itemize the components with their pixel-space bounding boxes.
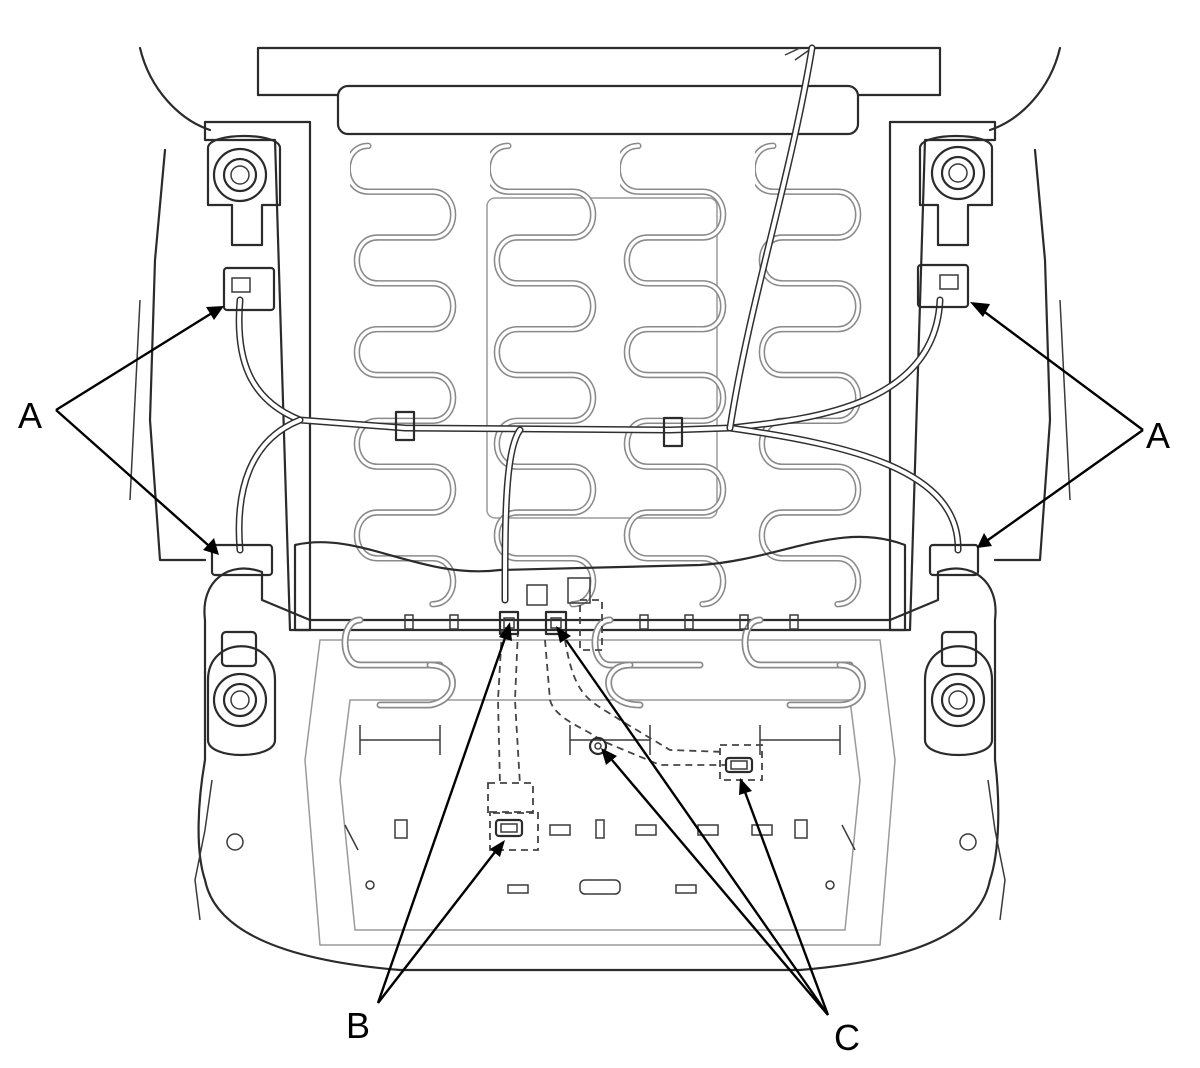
callout-label-a-right: A	[1146, 415, 1171, 456]
connector-a-upper-right	[916, 263, 970, 309]
pivot-bolt-upper-left	[206, 134, 282, 247]
hidden-harness	[487, 577, 763, 851]
leader-lines-a-left	[55, 306, 224, 555]
seat-back-springs	[350, 146, 858, 604]
callout-label-a-left: A	[18, 395, 43, 436]
connector-a-upper-left	[222, 266, 276, 312]
harness-clip-left	[394, 410, 416, 442]
wiring-harness	[235, 44, 962, 604]
harness-clip-right	[662, 416, 684, 448]
connector-a-lower-right	[928, 543, 980, 577]
cushion-slots	[344, 614, 856, 895]
connector-c-middle	[588, 736, 608, 756]
leader-lines-c	[556, 626, 830, 1016]
leader-lines-b	[376, 622, 512, 1004]
side-frame-right	[888, 120, 1071, 632]
pivot-bolt-lower-right	[923, 630, 994, 756]
seat-cushion-frame	[194, 567, 1006, 972]
cushion-springs	[341, 616, 866, 709]
back-cross-member	[293, 535, 907, 632]
leader-lines-a-right	[970, 302, 1144, 548]
side-frame-left	[129, 120, 312, 632]
pivot-bolt-lower-left	[206, 630, 277, 756]
connector-a-lower-left	[210, 543, 274, 577]
connector-c-upper	[544, 610, 568, 636]
connector-c-right	[724, 756, 754, 774]
callout-label-c: C	[834, 1017, 860, 1058]
pivot-bolt-upper-right	[918, 134, 994, 247]
connector-b-lower	[494, 818, 524, 838]
callout-label-b: B	[346, 1005, 371, 1046]
seat-back-outline	[138, 46, 1062, 136]
